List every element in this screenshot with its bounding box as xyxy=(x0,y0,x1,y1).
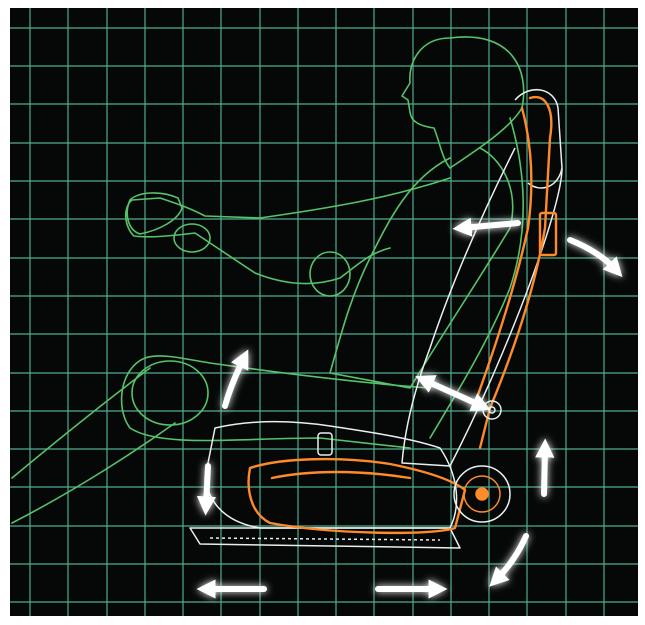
recliner-hub-inner xyxy=(476,488,488,500)
seat-rear-height-up-arrow xyxy=(544,448,545,494)
seat-front-tilt-down-arrow xyxy=(206,466,208,506)
seat-diagram xyxy=(10,8,638,616)
diagram-frame xyxy=(10,8,638,616)
